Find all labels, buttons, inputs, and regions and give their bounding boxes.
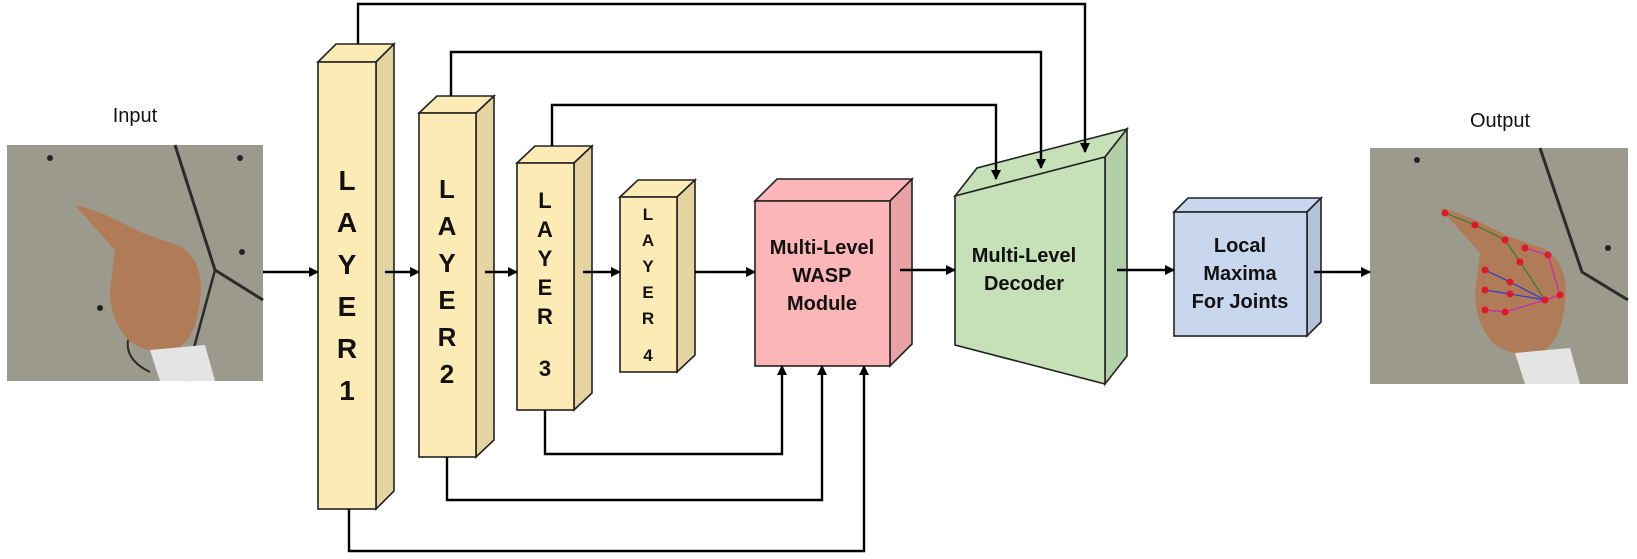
layer-3-letter: Y <box>538 246 553 271</box>
skip-connections-top <box>356 2 1090 180</box>
layer-1-letter: L <box>338 165 355 196</box>
joint-markers <box>1441 209 1564 316</box>
layer-3-letter: R <box>537 304 553 329</box>
layer-2-letter: R <box>438 322 457 352</box>
layer-4-label: L A Y E R 4 <box>642 205 654 365</box>
link-layer1-to-wasp <box>347 365 869 553</box>
layer-1-letter: A <box>337 207 357 238</box>
forward-arrows <box>263 265 1371 277</box>
local-maxima-block: Local Maxima For Joints <box>1172 196 1323 338</box>
layer-4-letter: R <box>642 309 654 328</box>
layer-2-letter: L <box>439 174 455 204</box>
skip-layer3-to-decoder <box>550 103 1001 180</box>
link-layer2-to-wasp <box>445 365 827 502</box>
layer-1-letter: Y <box>338 249 357 280</box>
layer-1-letter: R <box>337 333 357 364</box>
link-layer3-to-wasp <box>543 365 787 456</box>
output-caption: Output <box>1470 110 1530 132</box>
output-image <box>1370 147 1629 384</box>
layer-2-label: L A Y E R 2 <box>438 174 457 389</box>
wasp-module-label: Multi-Level <box>770 237 874 259</box>
layer-4-letter: Y <box>642 257 654 276</box>
layer-3-letter: 3 <box>539 356 551 381</box>
layer-4-letter: 4 <box>643 346 653 365</box>
layer-2-letter: E <box>438 285 455 315</box>
decoder-label: Decoder <box>984 273 1064 295</box>
input-caption: Input <box>113 105 158 127</box>
local-maxima-label: Local <box>1214 235 1266 257</box>
layer-2-block: L A Y E R 2 <box>416 94 497 459</box>
local-maxima-label: Maxima <box>1203 263 1277 285</box>
wasp-module-block: Multi-Level WASP Module <box>753 177 914 368</box>
layer-4-letter: L <box>643 205 653 224</box>
layer-3-letter: L <box>538 188 551 213</box>
layer-1-letter: 1 <box>339 375 355 406</box>
input-image <box>7 144 264 382</box>
layer-1-block: L A Y E R 1 <box>316 42 396 511</box>
layer-1-label: L A Y E R 1 <box>337 165 357 406</box>
skip-layer1-to-decoder <box>356 2 1090 153</box>
hand-shape <box>75 205 215 381</box>
layer-2-letter: A <box>438 211 457 241</box>
skip-connections-bottom <box>347 365 869 553</box>
layer-4-block: L A Y E R 4 <box>617 178 698 374</box>
wasp-module-label: Module <box>787 293 857 315</box>
skip-layer2-to-decoder <box>449 50 1046 169</box>
layer-3-letter: A <box>537 217 553 242</box>
layer-2-letter: 2 <box>440 359 454 389</box>
local-maxima-label: For Joints <box>1192 291 1289 313</box>
layer-3-letter: E <box>538 275 553 300</box>
layer-1-letter: E <box>338 291 357 322</box>
layer-2-letter: Y <box>438 248 455 278</box>
decoder-label: Multi-Level <box>972 245 1076 267</box>
wasp-module-label: WASP <box>793 265 852 287</box>
layer-4-letter: A <box>642 231 654 250</box>
layer-4-letter: E <box>642 283 653 302</box>
layer-3-block: L A Y E R 3 <box>514 144 595 412</box>
layer-3-label: L A Y E R 3 <box>537 188 553 381</box>
